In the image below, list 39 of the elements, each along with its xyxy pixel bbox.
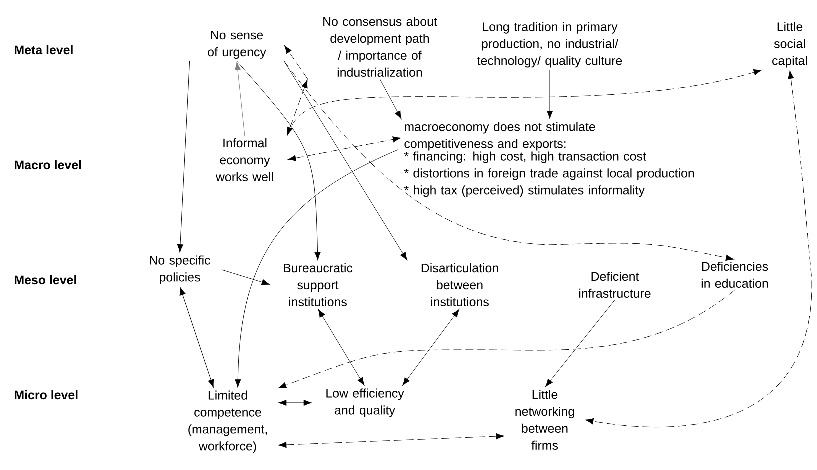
factor-text: Informal economy works well: [216, 138, 274, 182]
factor-text: No specific policies: [150, 256, 210, 284]
factor-text: Little networking between firms: [516, 390, 574, 450]
arrow: [545, 300, 616, 388]
arrow: [234, 62, 246, 137]
arrow: [236, 60, 321, 260]
factor-text: Disarticulation between institutions: [422, 263, 498, 306]
level-label: Macro level: [15, 160, 82, 170]
level-label: Micro level: [15, 390, 78, 400]
factor-text: macroeconomy does not stimulate competitiveness and exports: * financing: high cost, high transaction cost * distortions in foreign trade against local production * high tax (perceived) stimulates informality: [404, 122, 694, 198]
arrow: [235, 150, 398, 388]
arrow: [180, 287, 214, 388]
factor-text: Limited competence (management, workforce): [188, 390, 268, 454]
factor-text: Little social capital: [772, 22, 808, 68]
factor-text: Bureaucratic support institutions: [284, 263, 353, 306]
arrow: [402, 309, 460, 386]
arrow: [586, 70, 812, 428]
arrow: [278, 400, 312, 406]
arrow: [278, 433, 504, 448]
factor-text: No sense of urgency: [208, 30, 266, 60]
factor-text: Low efficiency and quality: [326, 388, 404, 418]
factor-text: Deficiencies in education: [702, 262, 768, 288]
arrow: [546, 70, 554, 120]
arrow: [287, 80, 308, 136]
arrow: [177, 60, 190, 253]
arrow: [380, 78, 402, 120]
arrow: [284, 60, 734, 261]
arrow: [286, 70, 762, 137]
level-label: Meso level: [15, 275, 76, 285]
factor-text: Long tradition in primary production, no industrial/ technology/ quality culture: [478, 22, 622, 68]
arrow: [288, 136, 402, 162]
arrow: [284, 60, 408, 261]
factor-text: No consensus about development path / importance of industrialization: [324, 17, 438, 77]
arrow: [318, 309, 365, 386]
arrow: [284, 46, 308, 80]
arrow: [222, 270, 270, 286]
level-label: Meta level: [15, 45, 73, 55]
arrow: [278, 290, 736, 388]
factor-text: Deficient infrastructure: [580, 272, 651, 298]
